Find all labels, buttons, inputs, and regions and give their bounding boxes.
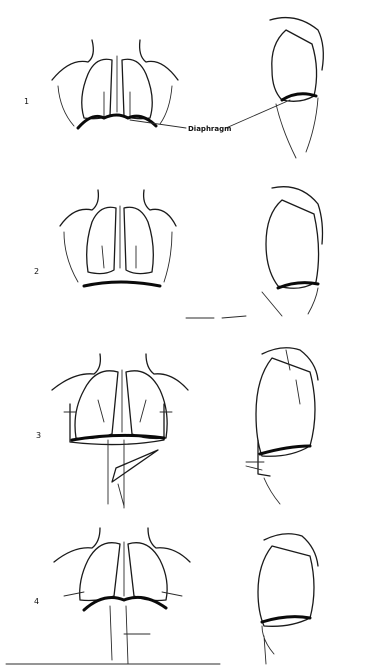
- panel-1-number: 1: [24, 97, 29, 106]
- panel-3-front-view: [52, 354, 188, 508]
- panel-3-number: 3: [36, 431, 41, 440]
- panel-3: 3: [36, 348, 318, 508]
- panel-4-side-view: [258, 534, 318, 664]
- panel-4-front-view: [54, 528, 190, 664]
- panel-2-side-view: [186, 187, 323, 318]
- panel-2-number: 2: [34, 267, 39, 276]
- panel-4: 4: [34, 528, 318, 664]
- diaphragm-callout: Diaphragm: [130, 100, 290, 133]
- panel-3-side-view: [246, 348, 318, 504]
- panel-1: 1 Diaphragm: [24, 18, 323, 158]
- panel-4-number: 4: [34, 597, 39, 606]
- panel-1-front-view: [52, 40, 178, 128]
- panel-2: 2: [34, 187, 323, 318]
- panel-2-front-view: [60, 190, 176, 286]
- diaphragm-label: Diaphragm: [188, 125, 231, 133]
- panel-1-side-view: [270, 18, 323, 158]
